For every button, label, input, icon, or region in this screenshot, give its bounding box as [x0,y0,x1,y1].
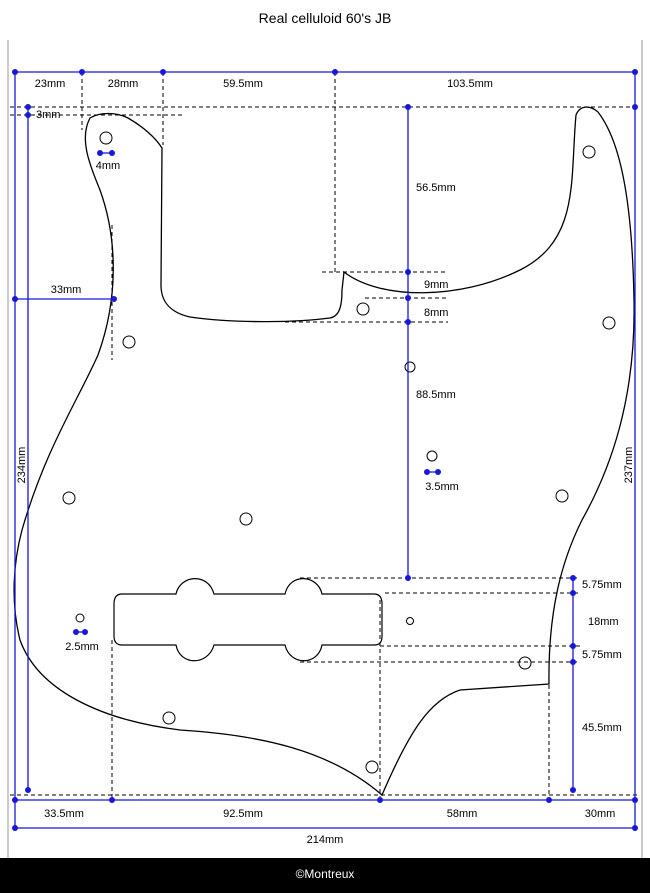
screw-hole-15 [365,760,379,774]
dot [424,469,430,475]
dot [97,150,103,156]
pickup-cavity [113,578,383,662]
guide-lines [10,72,640,800]
dot [632,104,638,110]
screw-hole-3 [356,302,370,316]
dot [570,575,576,581]
dot [377,797,383,803]
dot [12,797,18,803]
label-18mm: 18mm [588,616,619,628]
label-8mm: 8mm [424,307,448,319]
label-88-5mm: 88.5mm [416,389,456,401]
dot [332,69,338,75]
screw-hole-14 [162,711,176,725]
dot [25,787,31,793]
label-33mm: 33mm [51,284,82,296]
label-33-5mm: 33.5mm [44,808,84,820]
dot [632,825,638,831]
screw-hole-9 [62,491,76,505]
dot [435,469,441,475]
label-5-75mm-bottom: 5.75mm [582,649,622,661]
screw-hole-4 [602,316,616,330]
dot [570,643,576,649]
label-hole-2-5mm: 2.5mm [65,641,99,653]
label-237mm: 237mm [623,447,635,484]
dot [12,825,18,831]
label-30mm: 30mm [585,808,616,820]
label-5-75mm-top: 5.75mm [582,579,622,591]
dot [405,295,411,301]
dot [73,629,79,635]
dot [570,787,576,793]
screw-holes [62,131,616,774]
label-92-5mm: 92.5mm [223,808,263,820]
dot [570,659,576,665]
dot [79,69,85,75]
dimension-lines [14,71,636,830]
pickguard-outline [13,106,635,797]
screw-hole-5 [122,335,136,349]
dot [546,797,552,803]
dimension-labels: 23mm 28mm 59.5mm 103.5mm 3mm 4mm 56.5mm … [16,78,635,846]
label-234mm: 234mm [16,447,28,484]
dot [160,69,166,75]
dot [12,296,18,302]
screw-hole-6 [404,361,416,373]
dot [82,629,88,635]
dot [632,797,638,803]
dimension-dots [12,69,638,831]
label-45-5mm: 45.5mm [582,722,622,734]
diagram-title: Real celluloid 60's JB [258,10,392,26]
label-3mm: 3mm [36,109,60,121]
dot [109,797,115,803]
label-hole-4mm: 4mm [96,160,120,172]
screw-hole-8 [555,489,569,503]
label-103-5mm: 103.5mm [447,78,493,90]
screw-hole-2 [582,145,596,159]
screw-hole-13 [518,656,532,670]
screw-hole-1 [99,131,113,145]
label-56-5mm: 56.5mm [416,182,456,194]
label-hole-3-5mm: 3.5mm [425,481,459,493]
label-59-5mm: 59.5mm [223,78,263,90]
label-23mm: 23mm [35,78,66,90]
dot [405,319,411,325]
label-28mm: 28mm [108,78,139,90]
screw-hole-11 [75,613,85,623]
dot [405,104,411,110]
dot [12,69,18,75]
screw-hole-12 [406,617,414,625]
dot [25,112,31,118]
dot [405,269,411,275]
dot [25,104,31,110]
dot [111,296,117,302]
dot [109,150,115,156]
dot [405,575,411,581]
label-58mm: 58mm [447,808,478,820]
label-214mm: 214mm [307,834,344,846]
screw-hole-10 [239,512,253,526]
screw-hole-7 [426,450,438,462]
label-9mm: 9mm [424,279,448,291]
footer-copyright: ©Montreux [0,858,650,893]
dot [632,69,638,75]
dot [570,590,576,596]
